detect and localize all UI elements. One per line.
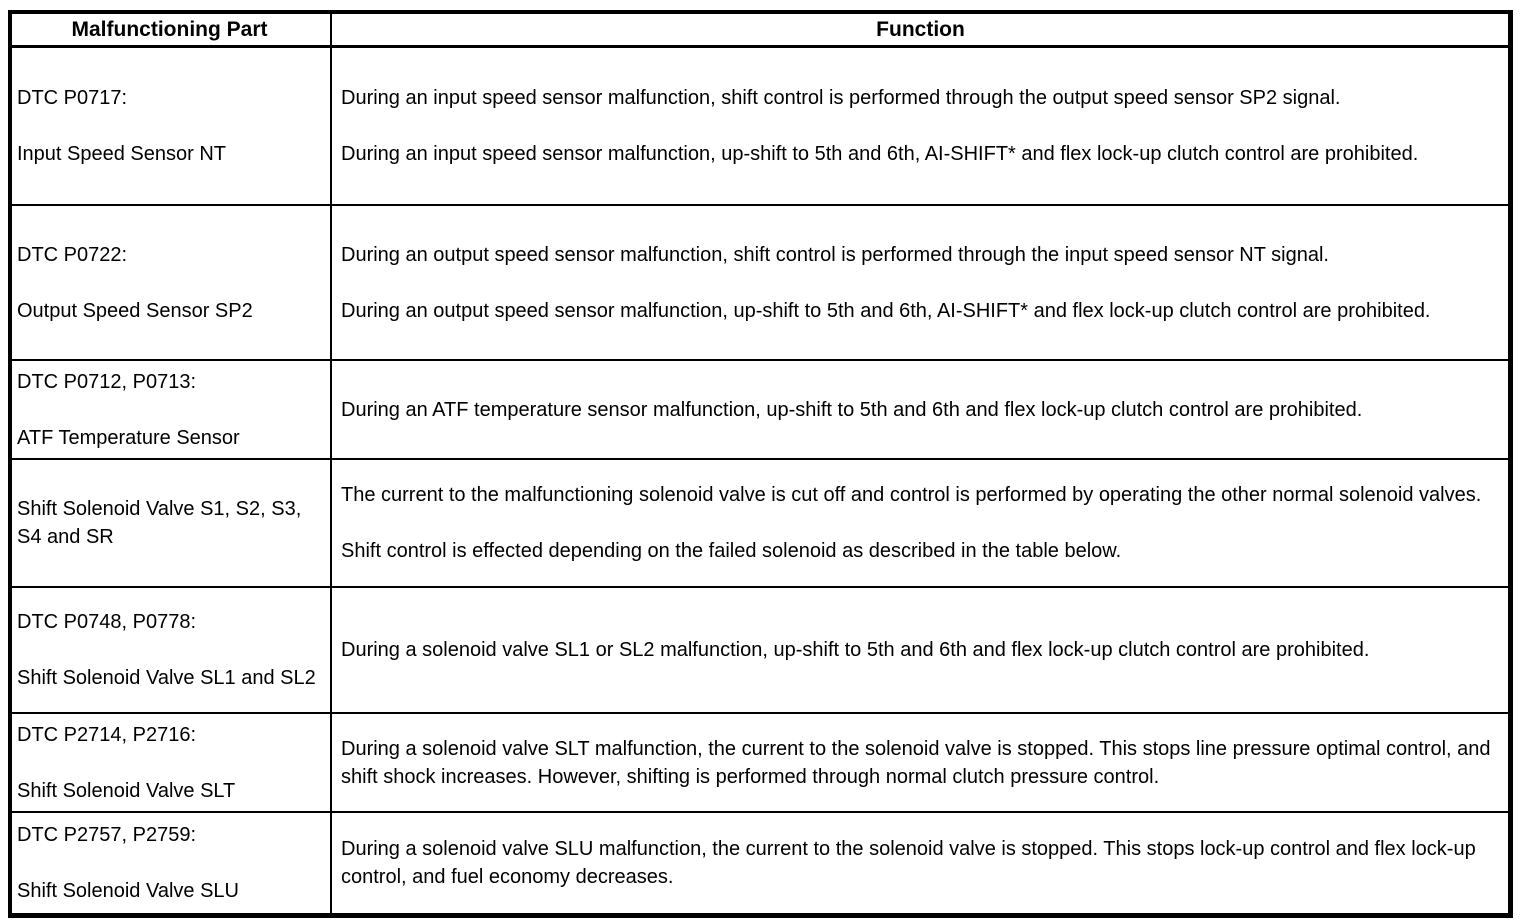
function-text: During an output speed sensor malfunctio… <box>341 299 1431 322</box>
function-cell: During an input speed sensor malfunction… <box>332 48 1508 204</box>
table-row: Shift Solenoid Valve S1, S2, S3, S4 and … <box>12 460 1508 588</box>
table-header-row: Malfunctioning Part Function <box>12 14 1508 48</box>
table-row: DTC P0712, P0713:ATF Temperature Sensor … <box>12 361 1508 460</box>
table-row: DTC P2714, P2716: Shift Solenoid Valve SL… <box>12 714 1508 813</box>
function-cell: During an output speed sensor malfunctio… <box>332 206 1508 359</box>
function-cell: During a solenoid valve SL1 or SL2 malfu… <box>332 588 1508 712</box>
function-text: During an ATF temperature sensor malfunc… <box>341 398 1363 421</box>
malfunctioning-part-cell: DTC P2757, P2759: Shift Solenoid Valve SL… <box>12 813 332 913</box>
function-text: During an output speed sensor malfunctio… <box>341 243 1329 266</box>
part-text: Shift Solenoid Valve SLU <box>17 880 239 902</box>
part-text: DTC P0712, P0713: <box>17 370 196 393</box>
malfunctioning-part-cell: DTC P2714, P2716: Shift Solenoid Valve SL… <box>12 714 332 811</box>
part-text: Output Speed Sensor SP2 <box>17 299 253 322</box>
part-text: ATF Temperature Sensor <box>17 426 240 449</box>
part-text: DTC P0722: <box>17 243 128 266</box>
dtc-function-table: Malfunctioning Part Function DTC P0717: I… <box>8 10 1513 918</box>
function-cell: During a solenoid valve SLU malfunction,… <box>332 813 1508 913</box>
malfunctioning-part-cell: DTC P0717: Input Speed Sensor NT <box>12 48 332 204</box>
part-text: DTC P0748, P0778: <box>17 611 196 633</box>
table-row: DTC P2757, P2759: Shift Solenoid Valve SL… <box>12 813 1508 913</box>
function-cell: During an ATF temperature sensor malfunc… <box>332 361 1508 458</box>
malfunctioning-part-cell: DTC P0722: Output Speed Sensor SP2 <box>12 206 332 359</box>
header-function: Function <box>876 17 965 41</box>
function-text: During a solenoid valve SLU malfunction,… <box>341 838 1476 888</box>
part-text: Shift Solenoid Valve SLT <box>17 779 236 802</box>
part-text: Shift Solenoid Valve S1, S2, S3, S4 and … <box>17 498 302 548</box>
function-text: During a solenoid valve SL1 or SL2 malfu… <box>341 639 1370 661</box>
part-text: Input Speed Sensor NT <box>17 143 227 165</box>
header-malfunctioning-part: Malfunctioning Part <box>12 14 332 45</box>
malfunctioning-part-cell: DTC P0748, P0778: Shift Solenoid Valve SL… <box>12 588 332 712</box>
function-cell: The current to the malfunctioning soleno… <box>332 460 1508 586</box>
table-row: DTC P0717: Input Speed Sensor NT During a… <box>12 48 1508 206</box>
part-text: DTC P2714, P2716: <box>17 723 196 746</box>
function-text: During an input speed sensor malfunction… <box>341 87 1341 109</box>
part-text: Shift Solenoid Valve SL1 and SL2 <box>17 667 316 689</box>
function-text: During an input speed sensor malfunction… <box>341 143 1419 165</box>
table-row: DTC P0748, P0778: Shift Solenoid Valve SL… <box>12 588 1508 714</box>
table-row: DTC P0722: Output Speed Sensor SP2 During… <box>12 206 1508 361</box>
function-cell: During a solenoid valve SLT malfunction,… <box>332 714 1508 811</box>
part-text: DTC P2757, P2759: <box>17 824 196 846</box>
function-text: Shift control is effected depending on t… <box>341 540 1122 562</box>
function-text: The current to the malfunctioning soleno… <box>341 484 1482 506</box>
malfunctioning-part-cell: Shift Solenoid Valve S1, S2, S3, S4 and … <box>12 460 332 586</box>
function-text: During a solenoid valve SLT malfunction,… <box>341 737 1491 788</box>
part-text: DTC P0717: <box>17 87 128 109</box>
malfunctioning-part-cell: DTC P0712, P0713: ATF Temperature Sensor <box>12 361 332 458</box>
